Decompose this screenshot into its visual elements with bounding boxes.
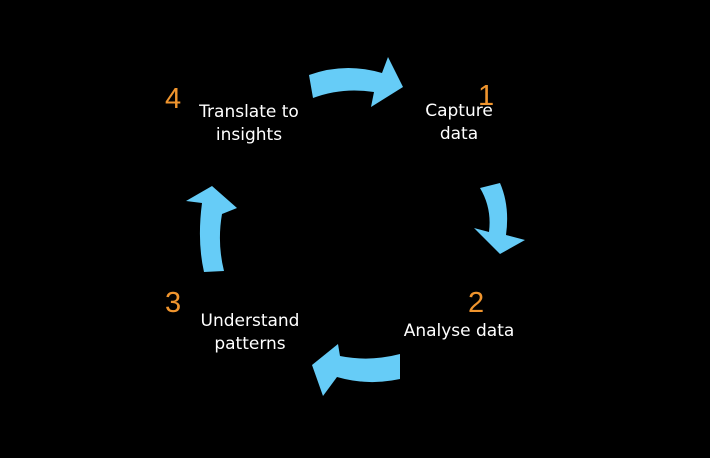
step-1-number: 1 <box>478 80 495 112</box>
arrow-3-to-4-icon <box>186 186 237 272</box>
step-4-number: 4 <box>165 83 182 115</box>
arrow-4-to-1-icon <box>309 57 403 107</box>
step-2-label: Analyse data <box>403 321 515 341</box>
step-1-label: Capture data <box>425 101 493 144</box>
step-4-label: Translate to insights <box>199 102 299 145</box>
step-3-number: 3 <box>165 287 182 319</box>
step-2-number: 2 <box>468 287 485 319</box>
step-3-label: Understand patterns <box>200 311 300 354</box>
arrow-2-to-3-icon <box>312 344 400 396</box>
arrow-1-to-2-icon <box>474 183 525 254</box>
